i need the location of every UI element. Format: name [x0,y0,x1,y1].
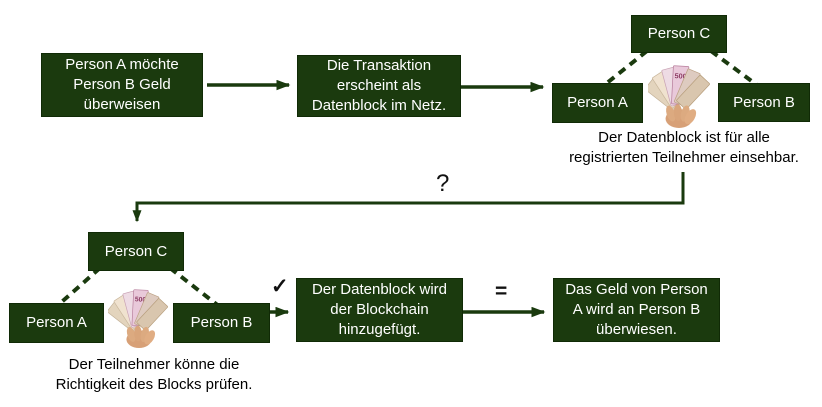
step-box-transfer-request: Person A möchte Person B Geld überweisen [41,53,203,117]
node-person-a-top: Person A [552,83,643,123]
money-fan-icon: 500 [108,289,168,348]
money-fan-icon: 500 [648,65,710,128]
dashed-link-bottom-c-a [54,266,102,309]
connector-question-elbow [132,172,685,223]
dashed-link-bottom-c-b [168,266,222,309]
node-person-b-bottom: Person B [173,303,270,343]
node-person-b-top: Person B [718,83,810,122]
caption-datenblock-einsehbar: Der Datenblock ist für alle registrierte… [569,129,799,166]
node-person-c-top: Person C [631,15,727,53]
step-box-transaction-appears: Die Transaktion erscheint als Datenblock… [297,55,461,117]
svg-text:500: 500 [674,71,687,81]
node-person-c-bottom: Person C [88,232,184,271]
equals-sign-label: = [495,280,508,303]
step-box-block-added: Der Datenblock wird der Blockchain hinzu… [296,278,463,342]
node-person-a-bottom: Person A [9,303,104,343]
step-box-money-transferred: Das Geld von Person A wird an Person B ü… [553,278,720,342]
caption-richtigkeit-pruefen: Der Teilnehmer könne die Richtigkeit des… [55,356,253,393]
check-mark-icon: ✓ [271,275,289,298]
svg-text:500: 500 [135,296,147,304]
question-mark-label: ? [436,170,450,197]
